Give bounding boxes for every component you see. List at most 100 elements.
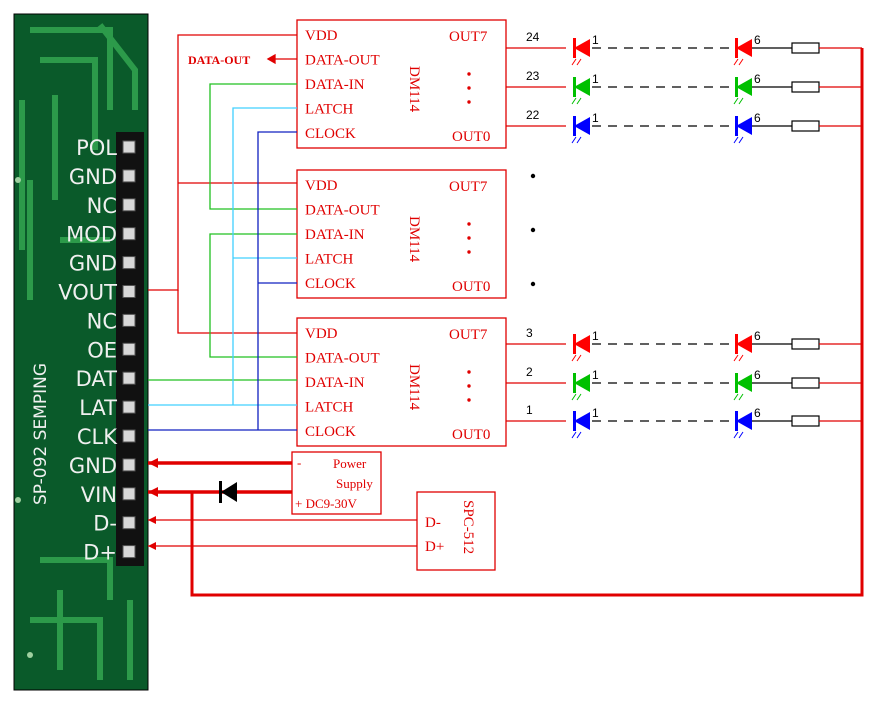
led-index-label: 6 — [754, 111, 761, 125]
controller-board: POLGNDNCMODGNDVOUTNCOEDATLATCLKGNDVIND-D… — [13, 13, 149, 691]
pin-label: POL — [76, 136, 117, 160]
resistor-icon — [791, 81, 820, 93]
pin-pad — [122, 429, 136, 443]
chip-input-label: DATA-OUT — [305, 351, 380, 367]
chip-name: DM114 — [406, 216, 422, 263]
data-chain-1 — [209, 233, 297, 358]
led-icon — [571, 411, 590, 439]
led-index-label: 6 — [754, 329, 761, 343]
continuation-dots — [530, 173, 536, 287]
chip-out-top: OUT7 — [449, 179, 488, 195]
pin-pad — [122, 313, 136, 327]
pin-pad — [122, 371, 136, 385]
latch-bus — [232, 107, 297, 405]
driver-chips: VDDDATA-OUTDATA-INLATCHCLOCKOUT7OUT0DM11… — [296, 19, 507, 447]
chip-input-label: VDD — [305, 28, 338, 44]
pin-label: OE — [87, 338, 117, 362]
spc-box: D- D+ SPC-512 — [416, 491, 496, 571]
led-icon — [571, 38, 590, 66]
led-icon — [733, 373, 752, 401]
led-index-label: 1 — [592, 33, 599, 47]
vdd-wire-3 — [177, 290, 297, 334]
led-icon — [571, 77, 590, 105]
led-common-wire — [190, 48, 864, 597]
led-index-label: 1 — [592, 72, 599, 86]
led-index-label: 6 — [754, 368, 761, 382]
pin-label: NC — [87, 309, 117, 333]
board-traces — [19, 23, 138, 680]
ps-minus: - — [297, 455, 301, 470]
resistor-icon — [791, 377, 820, 389]
chip-input-label: VDD — [305, 326, 338, 342]
channel-number: 22 — [526, 108, 540, 122]
resistor-icon — [791, 415, 820, 427]
led-index-label: 6 — [754, 72, 761, 86]
vdd-wire — [148, 34, 297, 291]
pin-pad — [122, 516, 136, 530]
pin-label: D- — [93, 512, 117, 536]
pin-pad — [122, 169, 136, 183]
chip-out-bottom: OUT0 — [452, 279, 490, 295]
led-row: 23 1 6 — [506, 69, 862, 105]
led-icon — [571, 373, 590, 401]
pin-pad — [122, 400, 136, 414]
chip-input-label: CLOCK — [305, 126, 356, 142]
led-icon — [571, 334, 590, 362]
channel-number: 23 — [526, 69, 540, 83]
led-row: 22 1 6 — [506, 108, 862, 144]
spc-name: SPC-512 — [460, 500, 476, 554]
pin-label: GND — [69, 252, 117, 276]
clock-bus — [257, 131, 297, 430]
chip-input-label: LATCH — [305, 102, 354, 118]
led-icon — [733, 411, 752, 439]
dm114-chip: VDDDATA-OUTDATA-INLATCHCLOCKOUT7OUT0DM11… — [296, 19, 507, 149]
resistor-icon — [791, 120, 820, 132]
led-index-label: 1 — [592, 329, 599, 343]
chip-out-bottom: OUT0 — [452, 129, 490, 145]
chip-input-label: CLOCK — [305, 424, 356, 440]
led-row: 3 1 6 — [506, 326, 862, 362]
chip-input-label: DATA-IN — [305, 77, 365, 93]
pin-pad — [122, 545, 136, 559]
led-icon — [733, 38, 752, 66]
pin-label: MOD — [66, 223, 117, 247]
spc-pin-dminus: D- — [425, 515, 441, 531]
pin-pad — [122, 342, 136, 356]
chip-input-label: DATA-OUT — [305, 53, 380, 69]
board-arrows — [148, 458, 158, 550]
pin-pad — [122, 487, 136, 501]
resistor-icon — [791, 42, 820, 54]
led-icon — [733, 77, 752, 105]
chip-input-label: DATA-IN — [305, 227, 365, 243]
led-index-label: 1 — [592, 406, 599, 420]
pin-pad — [122, 285, 136, 298]
pin-pad — [122, 256, 136, 270]
chip-out-top: OUT7 — [449, 327, 488, 343]
pin-label: CLK — [77, 425, 118, 449]
chip-input-label: LATCH — [305, 400, 354, 416]
led-icon — [571, 116, 590, 144]
dm114-chip: VDDDATA-OUTDATA-INLATCHCLOCKOUT7OUT0DM11… — [296, 169, 507, 299]
channel-number: 24 — [526, 30, 540, 44]
led-index-label: 1 — [592, 111, 599, 125]
pin-pad — [122, 140, 136, 154]
pin-pad — [122, 198, 136, 212]
chip-input-label: DATA-IN — [305, 375, 365, 391]
led-icon — [733, 116, 752, 144]
chip-out-top: OUT7 — [449, 29, 488, 45]
ps-title1: Power — [333, 456, 367, 471]
pin-pad — [122, 227, 136, 241]
pin-label: LAT — [79, 396, 117, 420]
channel-number: 3 — [526, 326, 533, 340]
data-out-label: DATA-OUT — [188, 53, 250, 67]
led-icon — [733, 334, 752, 362]
channel-number: 2 — [526, 365, 533, 379]
data-out-arrow — [266, 53, 276, 65]
pin-label: GND — [69, 454, 117, 478]
board-title: SP-092 SEMPING — [31, 363, 51, 505]
power-supply: - Power Supply + DC9-30V — [291, 451, 382, 515]
pin-label: VIN — [81, 483, 117, 507]
